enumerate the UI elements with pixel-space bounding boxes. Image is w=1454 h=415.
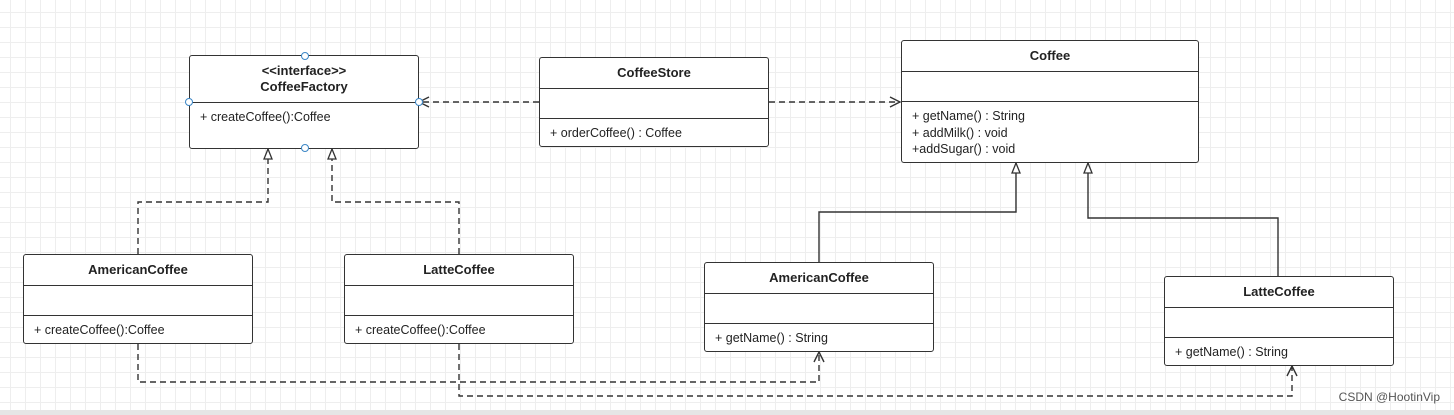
operations-section: + orderCoffee() : Coffee xyxy=(540,118,768,146)
class-name: LatteCoffee xyxy=(1243,284,1315,299)
class-name: AmericanCoffee xyxy=(88,262,188,277)
watermark: CSDN @HootinVip xyxy=(1338,390,1440,404)
generalization-american-coffee[interactable] xyxy=(818,163,1016,262)
stereotype-label: <<interface>> xyxy=(261,63,347,78)
class-header: LatteCoffee xyxy=(345,255,573,285)
class-name: Coffee xyxy=(1029,48,1071,63)
operation: +addSugar() : void xyxy=(912,142,1016,156)
class-coffee-factory[interactable]: <<interface>> CoffeeFactory + createCoff… xyxy=(185,52,423,152)
operations-section: + getName() : String xyxy=(1165,337,1393,365)
dependency-american-factory-to-american-coffee[interactable] xyxy=(137,344,819,383)
class-header: CoffeeStore xyxy=(540,58,768,88)
class-header: <<interface>> CoffeeFactory xyxy=(190,56,418,102)
class-header: Coffee xyxy=(902,41,1198,71)
class-coffee[interactable]: Coffee + getName() : String + addMilk() … xyxy=(901,40,1199,163)
attributes-section xyxy=(24,285,252,315)
operations-section: + getName() : String xyxy=(705,323,933,351)
class-name: AmericanCoffee xyxy=(769,270,869,285)
operations-section: + createCoffee():Coffee xyxy=(24,315,252,343)
class-header: AmericanCoffee xyxy=(24,255,252,285)
attributes-section xyxy=(345,285,573,315)
attributes-section xyxy=(1165,307,1393,337)
operation: + addMilk() : void xyxy=(912,125,1008,140)
operations-section: + createCoffee():Coffee xyxy=(345,315,573,343)
operation: + orderCoffee() : Coffee xyxy=(550,126,682,140)
class-name: CoffeeStore xyxy=(617,65,691,80)
class-american-coffee[interactable]: AmericanCoffee + getName() : String xyxy=(704,262,934,352)
class-header: AmericanCoffee xyxy=(705,263,933,293)
operation: + getName() : String xyxy=(715,331,828,345)
operation: + getName() : String xyxy=(1175,345,1288,359)
class-latte-coffee[interactable]: LatteCoffee + getName() : String xyxy=(1164,276,1394,366)
class-american-coffee-factory[interactable]: AmericanCoffee + createCoffee():Coffee xyxy=(23,254,253,344)
realization-american-factory[interactable] xyxy=(137,149,268,254)
attributes-section xyxy=(540,88,768,118)
class-name: LatteCoffee xyxy=(423,262,495,277)
realization-latte-factory[interactable] xyxy=(332,149,460,254)
operations-section: + getName() : String + addMilk() : void … xyxy=(902,101,1198,162)
class-latte-coffee-factory[interactable]: LatteCoffee + createCoffee():Coffee xyxy=(344,254,574,344)
selection-handle[interactable] xyxy=(415,98,423,106)
selection-handle[interactable] xyxy=(301,144,309,152)
class-header: LatteCoffee xyxy=(1165,277,1393,307)
generalization-latte-coffee[interactable] xyxy=(1088,163,1279,276)
operation: + getName() : String xyxy=(912,109,1025,123)
attributes-section xyxy=(705,293,933,323)
selection-handle[interactable] xyxy=(185,98,193,106)
operations-section: + createCoffee():Coffee xyxy=(190,102,418,148)
operation: + createCoffee():Coffee xyxy=(200,110,331,124)
attributes-section xyxy=(902,71,1198,101)
selection-handle[interactable] xyxy=(301,52,309,60)
dependency-latte-factory-to-latte-coffee[interactable] xyxy=(458,344,1292,397)
operation: + createCoffee():Coffee xyxy=(355,323,486,337)
class-coffee-store[interactable]: CoffeeStore + orderCoffee() : Coffee xyxy=(539,57,769,147)
operation: + createCoffee():Coffee xyxy=(34,323,165,337)
class-name: CoffeeFactory xyxy=(260,79,348,94)
canvas-bottom-band xyxy=(0,410,1454,415)
